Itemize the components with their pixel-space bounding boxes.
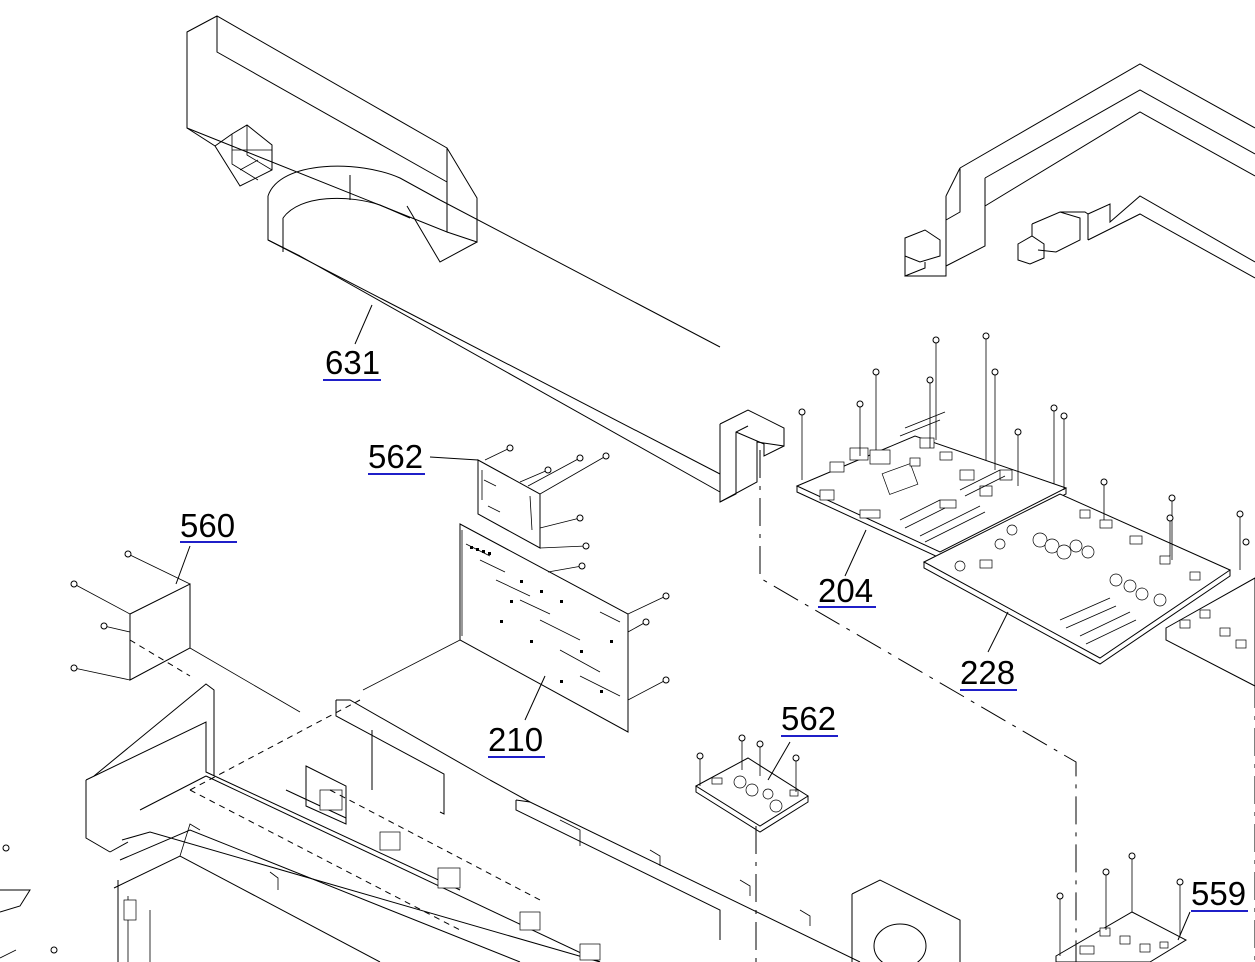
ribbon-cable-631	[186, 15, 785, 503]
callout-label-210: 210	[488, 721, 543, 758]
circuit-board-210	[459, 523, 670, 733]
circuit-board-228	[922, 478, 1255, 687]
callout-560: 560	[180, 507, 237, 544]
chassis-frame	[0, 683, 961, 962]
cover-plate-560	[70, 545, 301, 713]
callout-label-204: 204	[818, 572, 873, 609]
circuit-board-559	[1055, 852, 1191, 962]
callout-631: 631	[323, 304, 381, 381]
callout-210: 210	[488, 721, 545, 758]
callout-562-upper: 562	[368, 438, 425, 475]
callout-label-228: 228	[960, 654, 1015, 691]
callout-562-lower: 562	[781, 700, 838, 737]
cable-assembly-right	[904, 63, 1255, 279]
circuit-board-562-lower	[695, 734, 809, 833]
callout-228: 228	[960, 654, 1017, 691]
callout-label-562-upper: 562	[368, 438, 423, 475]
callout-label-560: 560	[180, 507, 235, 544]
assembly-guide-lines	[362, 450, 1255, 962]
callout-label-559: 559	[1191, 875, 1246, 912]
callout-label-562-lower: 562	[781, 700, 836, 737]
circuit-board-562-upper	[429, 444, 610, 549]
callout-label-631: 631	[325, 344, 380, 381]
callout-559: 559	[1191, 875, 1248, 912]
callout-204: 204	[818, 572, 876, 609]
